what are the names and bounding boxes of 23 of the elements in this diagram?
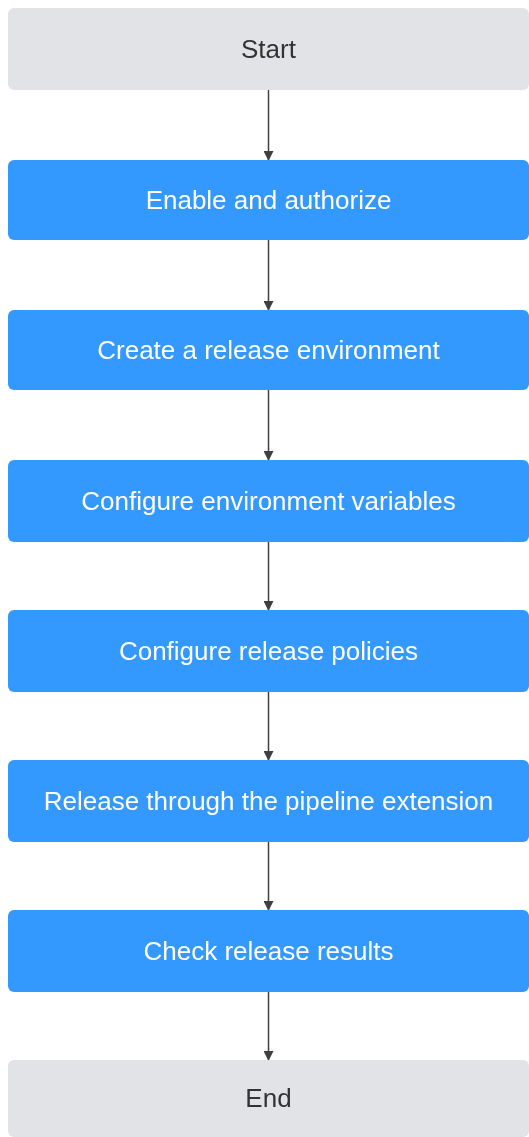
box-label: Enable and authorize — [145, 183, 392, 217]
box-label: Start — [241, 32, 296, 66]
arrow — [263, 541, 274, 611]
arrow — [263, 841, 274, 911]
process-box — [8, 460, 529, 542]
box-label: Check release results — [143, 934, 394, 968]
box-label: Configure environment variables — [81, 484, 456, 518]
process-box — [8, 610, 529, 692]
arrow — [263, 691, 274, 761]
process-box — [8, 760, 529, 842]
arrow — [263, 389, 274, 461]
process-box — [8, 160, 529, 240]
box-label: Configure release policies — [118, 634, 419, 668]
terminal-box — [8, 1060, 529, 1137]
arrow — [263, 991, 274, 1061]
box-label: Release through the pipeline extension — [43, 784, 494, 818]
arrow — [263, 89, 274, 161]
box-label: End — [245, 1082, 292, 1115]
terminal-box — [8, 8, 529, 90]
process-box — [8, 310, 529, 390]
process-box — [8, 910, 529, 992]
box-label: Create a release environment — [97, 333, 440, 367]
arrow — [263, 239, 274, 311]
